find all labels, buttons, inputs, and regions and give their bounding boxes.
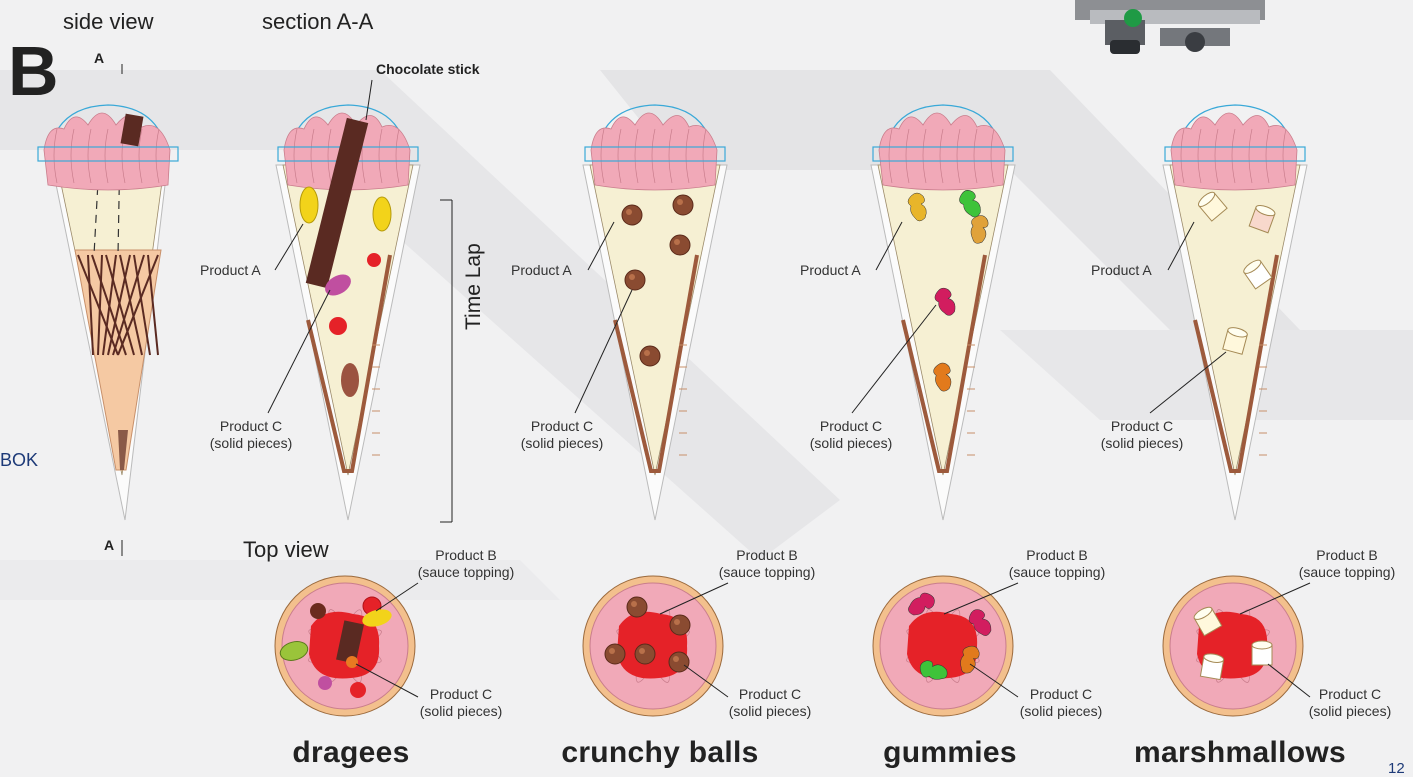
crunchy-ball-highlight bbox=[639, 648, 645, 654]
product-c-top-label-marshmallows: Product C (solid pieces) bbox=[1293, 686, 1407, 720]
crunchy-ball bbox=[625, 270, 645, 290]
product-c-line2: (solid pieces) bbox=[509, 435, 615, 452]
product-c-line1: Product C bbox=[713, 686, 827, 703]
crunchy-ball-highlight bbox=[644, 350, 650, 356]
product-c-line2: (solid pieces) bbox=[404, 703, 518, 720]
variant-name-crunchy-balls: crunchy balls bbox=[540, 736, 780, 770]
crunchy-ball bbox=[605, 644, 625, 664]
leader-line bbox=[366, 80, 372, 120]
product-b-line2: (sauce topping) bbox=[995, 564, 1119, 581]
crunchy-ball-highlight bbox=[677, 199, 683, 205]
crunchy-ball bbox=[622, 205, 642, 225]
product-c-label-dragees: Product C (solid pieces) bbox=[198, 418, 304, 452]
crunchy-ball bbox=[627, 597, 647, 617]
product-c-top-label-crunchy: Product C (solid pieces) bbox=[713, 686, 827, 720]
product-b-line1: Product B bbox=[705, 547, 829, 564]
product-c-label-crunchy: Product C (solid pieces) bbox=[509, 418, 615, 452]
crunchy-ball-highlight bbox=[609, 648, 615, 654]
product-c-label-marshmallows: Product C (solid pieces) bbox=[1089, 418, 1195, 452]
crunchy-ball bbox=[670, 235, 690, 255]
crunchy-ball-highlight bbox=[631, 601, 637, 607]
product-b-line1: Product B bbox=[1285, 547, 1409, 564]
product-c-line1: Product C bbox=[1293, 686, 1407, 703]
product-c-line2: (solid pieces) bbox=[1004, 703, 1118, 720]
product-c-line2: (solid pieces) bbox=[1089, 435, 1195, 452]
product-c-line2: (solid pieces) bbox=[713, 703, 827, 720]
product-c-line1: Product C bbox=[1089, 418, 1195, 435]
product-c-line1: Product C bbox=[1004, 686, 1118, 703]
product-b-line2: (sauce topping) bbox=[407, 564, 525, 581]
dragee-yellow bbox=[373, 197, 391, 231]
dragee-purple bbox=[318, 676, 332, 690]
product-b-label-dragees: Product B (sauce topping) bbox=[407, 547, 525, 581]
dragee-red bbox=[367, 253, 381, 267]
variant-name-gummies: gummies bbox=[850, 736, 1050, 770]
product-a-label-crunchy: Product A bbox=[511, 262, 572, 279]
product-b-label-marshmallows: Product B (sauce topping) bbox=[1285, 547, 1409, 581]
product-c-label-gummies: Product C (solid pieces) bbox=[798, 418, 904, 452]
crunchy-ball bbox=[640, 346, 660, 366]
crunchy-ball-highlight bbox=[673, 656, 679, 662]
product-b-label-crunchy: Product B (sauce topping) bbox=[705, 547, 829, 581]
product-b-line1: Product B bbox=[407, 547, 525, 564]
product-b-line2: (sauce topping) bbox=[1285, 564, 1409, 581]
product-c-line1: Product C bbox=[509, 418, 615, 435]
crunchy-ball bbox=[635, 644, 655, 664]
crunchy-ball-highlight bbox=[629, 274, 635, 280]
crunchy-ball-highlight bbox=[626, 209, 632, 215]
dragee-orange bbox=[346, 656, 358, 668]
product-c-line2: (solid pieces) bbox=[198, 435, 304, 452]
dragee-red bbox=[329, 317, 347, 335]
dragee-yellow bbox=[300, 187, 318, 223]
product-b-line1: Product B bbox=[995, 547, 1119, 564]
product-c-line1: Product C bbox=[404, 686, 518, 703]
product-c-line2: (solid pieces) bbox=[798, 435, 904, 452]
crunchy-ball bbox=[673, 195, 693, 215]
product-c-line1: Product C bbox=[798, 418, 904, 435]
product-c-top-label-dragees: Product C (solid pieces) bbox=[404, 686, 518, 720]
crunchy-ball-highlight bbox=[674, 239, 680, 245]
dragee-brown bbox=[310, 603, 326, 619]
product-b-label-gummies: Product B (sauce topping) bbox=[995, 547, 1119, 581]
product-a-label-marshmallows: Product A bbox=[1091, 262, 1152, 279]
marshmallow bbox=[1200, 652, 1224, 679]
dragee-brown bbox=[341, 363, 359, 397]
product-c-line1: Product C bbox=[198, 418, 304, 435]
crunchy-ball-highlight bbox=[674, 619, 680, 625]
dragee-red bbox=[350, 682, 366, 698]
marshmallow bbox=[1252, 641, 1272, 665]
crunchy-ball bbox=[670, 615, 690, 635]
product-c-line2: (solid pieces) bbox=[1293, 703, 1407, 720]
product-b-line2: (sauce topping) bbox=[705, 564, 829, 581]
variant-name-marshmallows: marshmallows bbox=[1120, 736, 1360, 770]
crunchy-ball bbox=[669, 652, 689, 672]
variant-name-dragees: dragees bbox=[251, 736, 451, 770]
product-a-label-gummies: Product A bbox=[800, 262, 861, 279]
product-c-top-label-gummies: Product C (solid pieces) bbox=[1004, 686, 1118, 720]
side-wafer bbox=[75, 250, 161, 470]
product-a-label-dragees: Product A bbox=[200, 262, 261, 279]
